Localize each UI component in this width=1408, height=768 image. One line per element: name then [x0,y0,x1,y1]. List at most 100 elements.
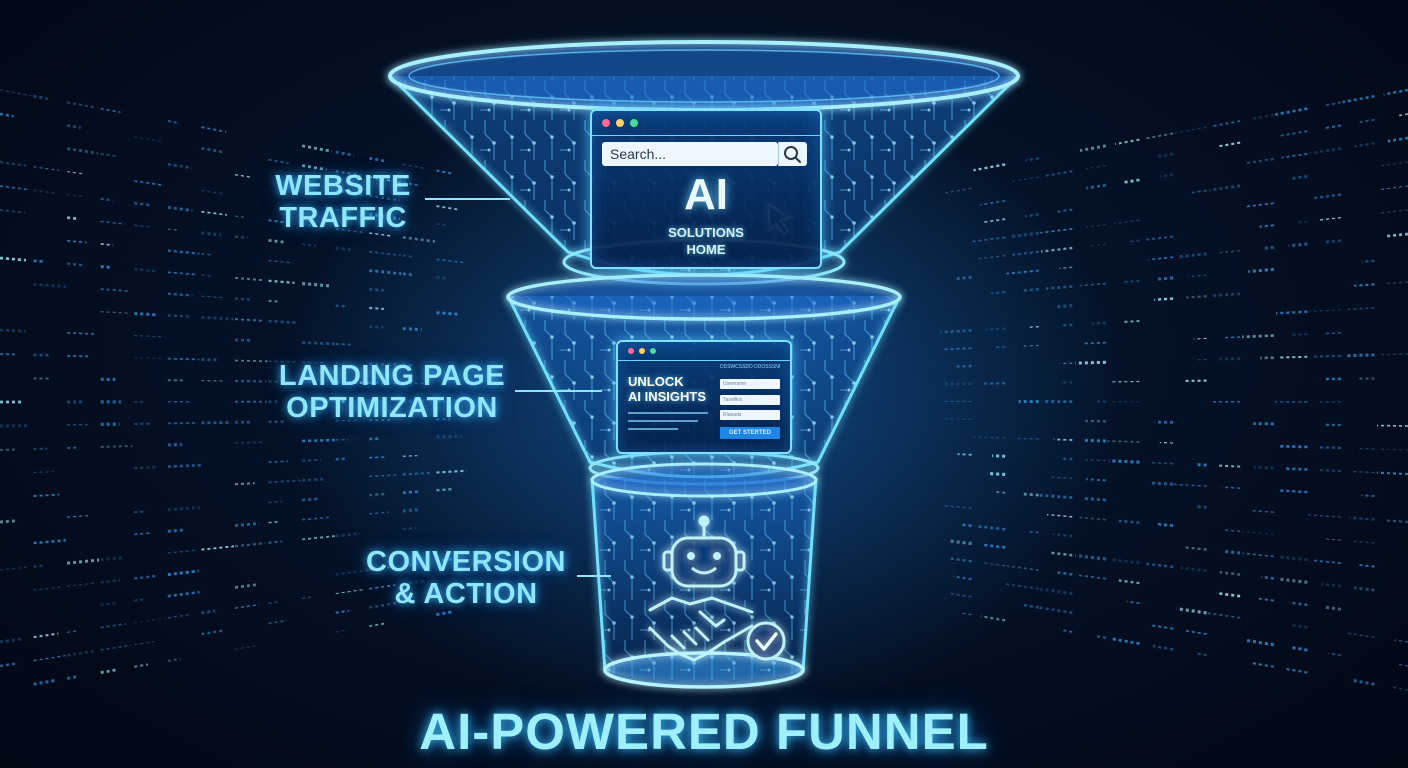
data-stream-segment [167,314,190,318]
data-stream-segment [67,514,91,518]
data-stream-segment [1284,667,1308,674]
data-stream-segment [201,126,227,133]
data-stream-segment [1246,157,1274,165]
data-stream-segment [1126,600,1140,605]
data-stream-segment [33,632,59,639]
data-stream-segment [134,136,164,143]
search-button[interactable] [778,142,807,166]
data-stream-segment [33,539,66,545]
data-stream-segment [1314,193,1342,200]
data-stream-segment [1224,336,1241,339]
data-stream-segment [201,189,225,195]
data-stream-segment [1113,219,1140,225]
data-stream-segment [1186,295,1207,299]
data-stream-segment [66,124,81,130]
ai-solutions-browser-window: Search... AI SOLUTIONS HOME [590,109,822,269]
data-stream-segment [1144,562,1174,569]
form-field-username[interactable]: Username [720,379,780,389]
search-icon [784,146,802,164]
stage-label-line: LANDING PAGE [278,360,506,392]
data-stream-segment [1216,464,1241,468]
data-stream-segment [66,675,78,680]
data-stream-segment [1291,174,1308,180]
data-stream-segment [134,574,159,580]
data-stream-segment [335,589,363,595]
data-stream-segment [33,586,63,591]
stage-label-line: TRAFFIC [279,202,407,234]
data-stream-segment [268,279,295,285]
data-stream-segment [1060,629,1073,633]
data-stream-segment [1078,574,1106,580]
landing-heading: UNLOCK AI INSIGHTS [628,374,718,404]
search-input[interactable]: Search... [602,142,778,166]
data-stream-segment [234,603,260,609]
data-stream-segment [268,460,289,463]
data-stream-segment [1075,553,1107,561]
data-stream-segment [1277,577,1308,584]
data-stream-segment [33,189,57,195]
data-stream-segment [100,622,127,629]
data-stream-segment [1245,202,1274,208]
data-stream-segment [1291,646,1308,652]
data-stream-segment [1216,591,1241,598]
data-stream-segment [234,338,252,342]
data-stream-segment [268,520,281,524]
data-stream-segment [1224,529,1241,533]
data-stream-segment [301,164,327,172]
get-started-button[interactable]: GET STERTED [720,427,780,439]
data-stream-segment [1143,235,1174,241]
data-stream-segment [33,654,66,662]
data-stream-segment [100,243,114,247]
landing-header-text: DDSWCSSDD DDOSSSNNE [720,364,780,370]
data-stream-segment [1253,465,1274,470]
data-stream-segment [1380,448,1408,451]
data-stream-segment [1118,519,1140,524]
data-stream-segment [100,579,121,584]
data-stream-segment [1342,94,1375,104]
data-stream-segment [1278,555,1308,562]
data-stream-segment [1344,307,1375,311]
data-stream-segment [1173,483,1207,487]
data-stream-segment [1361,259,1375,263]
data-stream-segment [201,147,223,154]
data-stream-segment [201,295,226,299]
data-stream-segment [66,101,97,109]
data-stream-segment [1325,101,1342,107]
window-dot-green [630,119,638,127]
data-stream-segment [134,532,152,536]
data-stream-segment [167,657,181,663]
data-stream-segment [66,558,100,565]
data-stream-segment [1085,164,1106,170]
data-stream-segment [1118,579,1140,585]
data-stream-segment [369,176,401,184]
stage-label-landing-page: LANDING PAGE OPTIMIZATION [270,360,514,424]
data-stream-segment [33,94,48,101]
data-stream-segment [1328,652,1341,657]
data-stream-segment [1221,486,1241,489]
data-stream-segment [1248,267,1274,273]
data-stream-segment [100,445,133,448]
form-field-2[interactable]: Taoelikis [720,395,780,405]
data-stream-segment [1324,124,1342,130]
text-placeholder-line [628,420,698,422]
data-stream-segment [234,297,253,301]
data-stream-segment [1085,223,1106,228]
data-stream-segment [1149,461,1174,465]
data-stream-segment [100,668,119,674]
data-stream-segment [335,189,365,197]
data-stream-segment [1323,538,1341,541]
data-stream-segment [1114,138,1140,146]
data-stream-segment [1285,467,1308,471]
data-stream-segment [1376,471,1408,475]
data-stream-segment [1349,516,1375,521]
data-stream-segment [134,180,162,186]
data-stream-segment [67,630,79,633]
data-stream-segment [1274,107,1308,116]
data-stream-segment [167,292,193,297]
data-stream-segment [302,596,314,600]
data-stream-segment [167,569,199,577]
data-stream-segment [67,582,97,587]
form-field-3[interactable]: Rlaeads [720,410,780,420]
stage-label-line: & ACTION [394,578,538,610]
data-stream-segment [167,162,193,170]
